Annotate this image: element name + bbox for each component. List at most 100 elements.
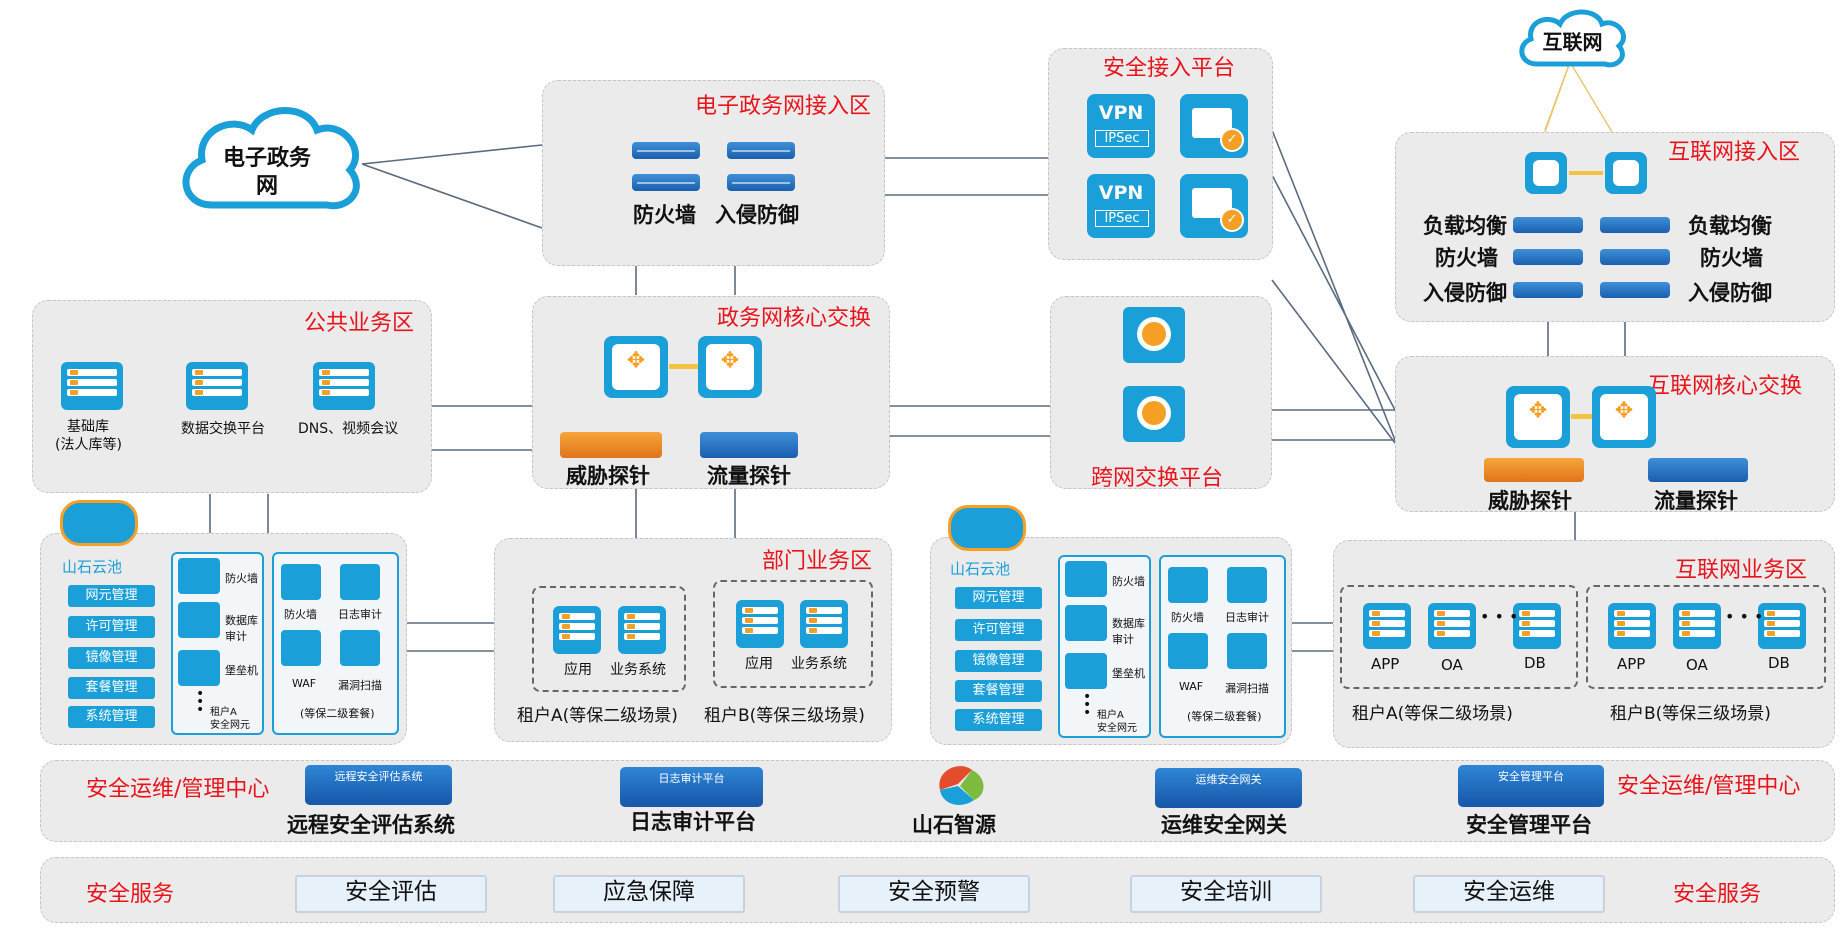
menu-network-mgmt[interactable]: 网元管理 [68,585,155,607]
tenant-a-box [1340,585,1578,689]
exchange-server-icon [1123,386,1185,442]
sec-mgmt-device: 安全管理平台 [1458,765,1604,807]
menu-system-mgmt[interactable]: 系统管理 [68,706,155,728]
menu-license-mgmt[interactable]: 许可管理 [955,619,1042,641]
pool-cloud-shield-icon [60,500,138,546]
menu-image-mgmt[interactable]: 镜像管理 [68,647,155,669]
ops-gateway-label: 运维安全网关 [1161,813,1287,837]
log-audit-icon [340,564,380,600]
tenant-a-scene: 租户A(等保二级场景) [517,706,678,726]
zone-secure-access-title: 安全接入平台 [1103,56,1236,81]
pkg-log-audit-label: 日志审计 [338,608,382,621]
core-switch-icon: ✥ [698,336,762,398]
firewall-icon [281,564,321,600]
panel-bastion-label: 堡垒机 [225,664,258,677]
firewall-device [632,142,700,159]
zone-egov-access [542,80,885,266]
flow-probe-device [700,432,798,458]
service-security-warning[interactable]: 安全预警 [838,875,1030,913]
menu-package-mgmt[interactable]: 套餐管理 [955,680,1042,702]
tenant-a-label: 租户A [210,707,237,718]
sec-mgmt-device-text: 安全管理平台 [1498,770,1564,783]
vpn-ipsec-icon: VPN IPSec [1087,174,1155,238]
app-label: APP [1617,655,1646,673]
ips-label: 入侵防御 [715,203,799,227]
base-db-sub-label: (法人库等) [55,437,122,453]
lb-label-right: 负载均衡 [1688,214,1772,238]
pool-name: 山石云池 [950,560,1011,578]
db-audit-icon [178,602,220,638]
db-label: DB [1524,654,1546,672]
brand-label: 山石智源 [912,813,996,837]
zone-internet-access-title: 互联网接入区 [1668,140,1801,165]
bastion-icon [178,650,220,686]
load-balancer-device [1513,217,1583,233]
waf-icon [281,630,321,666]
biz-sys-label: 业务系统 [791,656,847,672]
remote-eval-device: 远程安全评估系统 [305,765,452,805]
fw-label-right: 防火墙 [1700,246,1763,270]
menu-package-mgmt[interactable]: 套餐管理 [68,677,155,699]
pool-cloud-shield-icon [948,505,1026,551]
core-switch-icon: ✥ [1506,386,1570,448]
oa-label: OA [1441,656,1463,674]
internet-cloud-label: 互联网 [1542,30,1603,54]
oa-server-icon [1428,603,1476,649]
ips-device [727,174,795,191]
ellipsis: • • • [1725,607,1764,626]
server-icon [61,362,123,410]
web-server-icon [800,600,848,648]
zone-internet-core-title: 互联网核心交换 [1648,374,1803,399]
firewall-device [1513,249,1583,265]
internet-cloud: 互联网 [1515,6,1630,71]
load-balancer-device [1600,217,1670,233]
tenant-net-label: 安全网元 [210,720,250,731]
oa-server-icon [1673,603,1721,649]
data-exchange-label: 数据交换平台 [181,421,265,437]
app-label: 应用 [564,662,592,678]
vpn-text: VPN [1098,182,1144,204]
ips-device [1600,282,1670,298]
service-security-assessment[interactable]: 安全评估 [295,875,487,913]
dots: ••• [1083,689,1092,721]
app-server-icon [1608,603,1656,649]
tenant-net-label: 安全网元 [1097,723,1137,734]
menu-image-mgmt[interactable]: 镜像管理 [955,650,1042,672]
flow-probe-device [1648,458,1748,482]
egov-cloud-label: 电子政务网 [222,146,311,199]
service-emergency-support[interactable]: 应急保障 [553,875,745,913]
sec-service-title-left: 安全服务 [86,882,175,907]
menu-system-mgmt[interactable]: 系统管理 [955,709,1042,731]
ops-gateway-device: 运维安全网关 [1155,768,1302,808]
menu-network-mgmt[interactable]: 网元管理 [955,587,1042,609]
ellipsis: • • • [1480,607,1519,626]
pkg-firewall-label: 防火墙 [284,608,317,621]
dots: ••• [196,686,205,718]
zone-egov-access-title: 电子政务网接入区 [695,94,872,119]
tenant-b-box [713,580,873,688]
dns-label: DNS、视频会议 [298,421,399,437]
pkg-note: (等保二级套餐) [1187,710,1262,723]
vuln-scan-icon [1227,633,1267,669]
certificate-icon: ✓ [1180,174,1248,238]
app-server-icon [553,606,601,654]
remote-eval-device-text: 远程安全评估系统 [334,770,423,783]
vpn-text: VPN [1098,102,1144,124]
service-security-ops[interactable]: 安全运维 [1413,875,1605,913]
db-label: DB [1768,654,1790,672]
firewall-icon [178,558,220,594]
menu-license-mgmt[interactable]: 许可管理 [68,616,155,638]
lb-switch-icon [1605,152,1647,194]
vpn-ipsec-icon: VPN IPSec [1087,94,1155,158]
pkg-waf-label: WAF [292,677,317,690]
server-icon [186,362,248,410]
tenant-a-label: 租户A [1097,710,1124,721]
zone-internet-biz-title: 互联网业务区 [1675,558,1808,583]
sec-service-title-right: 安全服务 [1673,882,1762,907]
lb-label-left: 负载均衡 [1423,214,1507,238]
tenant-a-scene: 租户A(等保二级场景) [1352,704,1513,724]
pkg-firewall-label: 防火墙 [1171,611,1204,624]
sec-ops-title-right: 安全运维/管理中心 [1617,774,1801,799]
service-security-training[interactable]: 安全培训 [1130,875,1322,913]
